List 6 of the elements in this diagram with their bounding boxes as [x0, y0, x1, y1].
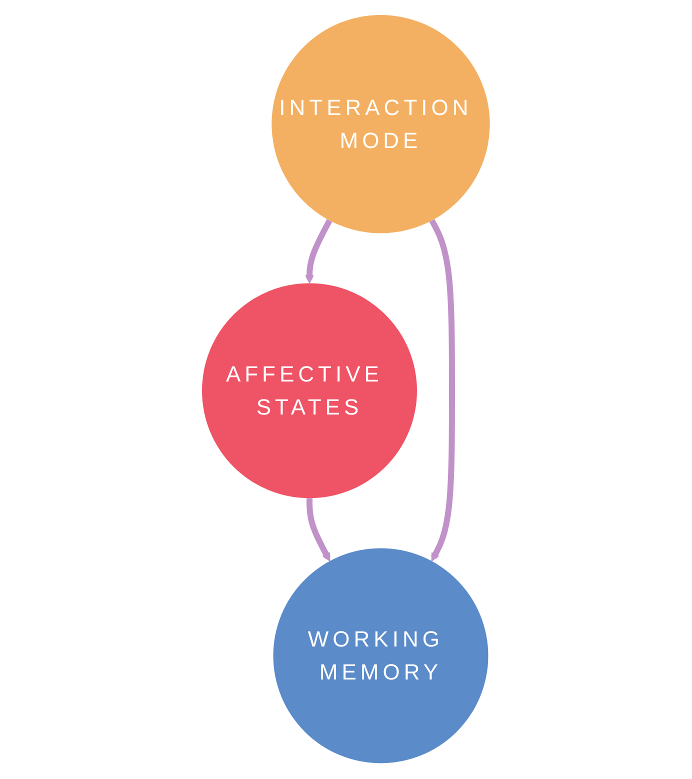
node-circle: INTERACTION MODE	[272, 15, 490, 234]
arrow	[305, 219, 332, 284]
arrow	[306, 498, 331, 562]
node-circle: AFFECTIVE STATES	[202, 284, 418, 499]
arrow	[429, 219, 456, 562]
node-circle: WORKING MEMORY	[273, 548, 488, 764]
